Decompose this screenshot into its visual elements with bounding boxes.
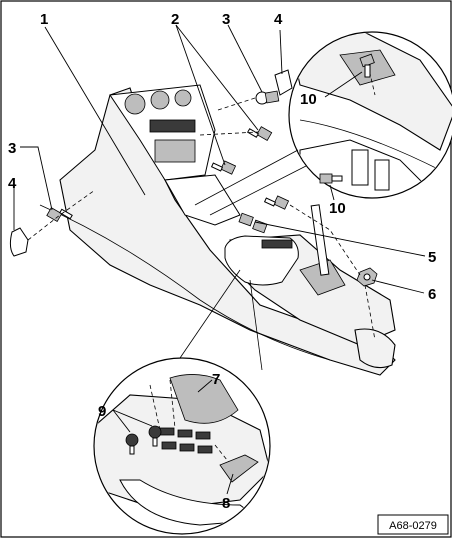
- tunnel-section: [164, 174, 241, 226]
- callout-5: 5: [428, 249, 436, 266]
- detail-circle-upper: [288, 31, 452, 199]
- console-rear-end: [354, 328, 396, 369]
- nut-item-6: [356, 267, 378, 287]
- air-vent-right: [174, 89, 192, 107]
- clip-item-4-top: [274, 69, 293, 96]
- callout-10-lower: 10: [329, 200, 346, 217]
- callout-3-left: 3: [8, 140, 16, 157]
- callout-7: 7: [212, 371, 220, 388]
- switch-strip: [261, 239, 293, 249]
- air-vent-center: [150, 90, 170, 110]
- detail-connector-4: [249, 279, 263, 371]
- center-console-assembly: [39, 84, 396, 376]
- bolt-center: [210, 160, 237, 175]
- detail-connector-2: [209, 165, 307, 216]
- radio-slot: [149, 119, 196, 133]
- detail-connector-3: [179, 269, 241, 359]
- screw-with-washer-top: [255, 90, 280, 105]
- callout-6: 6: [428, 286, 436, 303]
- bolt-item-10-upper: [359, 53, 375, 78]
- callout-9: 9: [98, 403, 106, 420]
- install-line-1: [217, 97, 256, 111]
- detail-connector-1: [194, 149, 299, 206]
- callout-4-top: 4: [274, 11, 283, 28]
- bolt-lower-mid: [263, 195, 290, 210]
- trim-piece-item-7: [169, 374, 239, 424]
- bolt-pair-item-5: [238, 212, 268, 234]
- screws-item-9: [125, 425, 162, 455]
- air-vent-left: [124, 93, 146, 115]
- bolt-item-10-lower: [319, 173, 343, 184]
- callout-8: 8: [222, 495, 230, 512]
- reference-code: A68-0279: [389, 520, 437, 532]
- shift-lever: [310, 204, 330, 276]
- detail-circle-lower: [93, 357, 271, 535]
- callout-2: 2: [171, 11, 179, 28]
- reference-code-box: A68-0279: [377, 514, 449, 535]
- clip-item-8: [219, 454, 259, 483]
- cap-item-4-left: [9, 227, 29, 257]
- bolt-left-side: [46, 207, 73, 223]
- callout-3-top: 3: [222, 11, 230, 28]
- install-line-5: [364, 284, 376, 341]
- callout-4-left: 4: [8, 175, 17, 192]
- install-line-2: [199, 131, 259, 136]
- bolts-main-view: [46, 90, 378, 287]
- leader-lines: [13, 24, 426, 495]
- install-line-4: [289, 204, 361, 276]
- callout-1: 1: [40, 11, 48, 28]
- callout-10-upper: 10: [300, 91, 317, 108]
- climate-controls: [154, 139, 196, 163]
- floor-contour: [39, 204, 331, 361]
- bolt-upper-right: [246, 126, 273, 142]
